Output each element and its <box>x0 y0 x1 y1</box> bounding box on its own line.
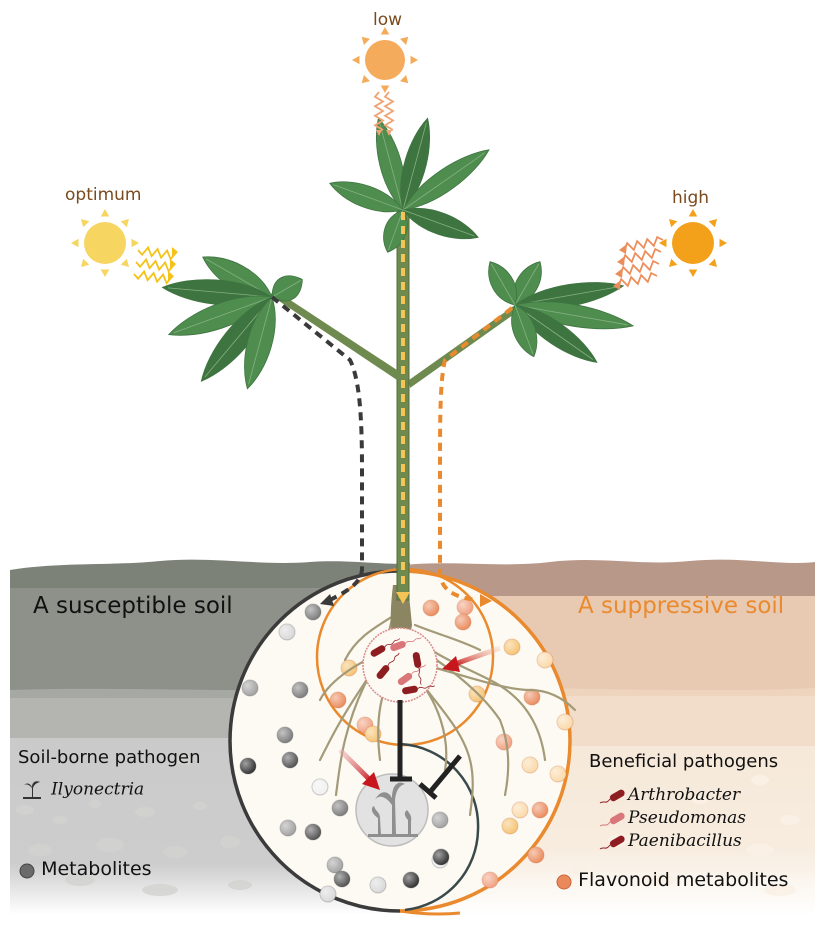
light-sources <box>71 27 727 290</box>
leaf <box>329 181 404 213</box>
bacterium-icon <box>370 638 401 657</box>
bacterium-icon <box>390 637 422 652</box>
susceptible-soil-title: A susceptible soil <box>33 593 233 619</box>
beneficial-species-item: Arthrobacter <box>598 785 740 805</box>
metabolite-particles <box>239 598 574 903</box>
metabolites-label: Metabolites <box>41 858 152 880</box>
suppressive-ring <box>399 569 572 913</box>
leaf <box>488 261 517 306</box>
bacterium-icon <box>599 789 625 803</box>
light-rays-low <box>373 91 395 136</box>
metabolite-dot-icon <box>19 863 35 878</box>
inhibition-marks <box>390 700 462 800</box>
optimum-light-path <box>270 295 364 602</box>
low-light-label: low <box>373 10 403 30</box>
sun-icon-optimum <box>71 209 178 285</box>
sun-icon-low <box>352 27 418 136</box>
leaves <box>161 117 635 390</box>
bacterium-icon <box>402 685 435 695</box>
susceptible-inner-ring <box>399 742 480 912</box>
pathogen-species: Ilyonectria <box>51 779 145 800</box>
bacterium-icon <box>376 652 400 679</box>
flavonoid-legend-item: Flavonoid metabolites <box>555 869 788 891</box>
leaf <box>402 149 490 211</box>
high-light-path <box>438 306 514 602</box>
bacterium-icon <box>397 664 426 686</box>
flavonoid-label: Flavonoid metabolites <box>578 869 789 891</box>
high-path-arrowhead <box>480 594 492 607</box>
suppressive-soil-title: A suppressive soil <box>578 593 785 619</box>
beneficial-microbe-cluster <box>362 627 438 703</box>
light-rays-optimum <box>133 245 178 285</box>
bacteria-cells <box>370 637 435 695</box>
left-branch <box>270 290 400 380</box>
bacterium-icon <box>412 652 422 685</box>
fungus-icon <box>23 781 41 799</box>
species-name: Arthrobacter <box>628 785 741 805</box>
promotion-arrows <box>338 645 501 790</box>
sun-icon-high <box>613 209 727 290</box>
optimum-path-arrowhead <box>320 594 334 606</box>
leaf <box>402 208 479 240</box>
species-name: Paenibacillus <box>628 831 742 851</box>
ilyonectria-fungus-icon <box>368 782 418 837</box>
flavonoid-dot-icon <box>556 874 572 889</box>
pathogen-cluster <box>355 773 429 847</box>
metabolites-legend-item: Metabolites <box>18 858 152 880</box>
pathogen-legend-item: Ilyonectria <box>20 779 144 801</box>
light-rays-high <box>613 235 664 290</box>
bacterium-icon <box>599 812 625 826</box>
plant <box>161 117 635 601</box>
leaf <box>400 117 430 211</box>
optimum-light-label: optimum <box>65 185 142 205</box>
signal-paths <box>270 212 514 602</box>
beneficial-heading: Beneficial pathogens <box>589 751 779 772</box>
high-light-label: high <box>672 188 710 208</box>
bacterium-icon <box>599 835 625 849</box>
beneficial-species-item: Pseudomonas <box>598 808 746 828</box>
leaf <box>271 275 303 302</box>
leaf <box>244 296 276 390</box>
low-path-arrowhead <box>396 592 410 604</box>
beneficial-species-item: Paenibacillus <box>598 831 742 851</box>
leaf <box>511 304 538 358</box>
pathogen-heading: Soil-borne pathogen <box>18 747 201 768</box>
species-name: Pseudomonas <box>628 808 746 828</box>
